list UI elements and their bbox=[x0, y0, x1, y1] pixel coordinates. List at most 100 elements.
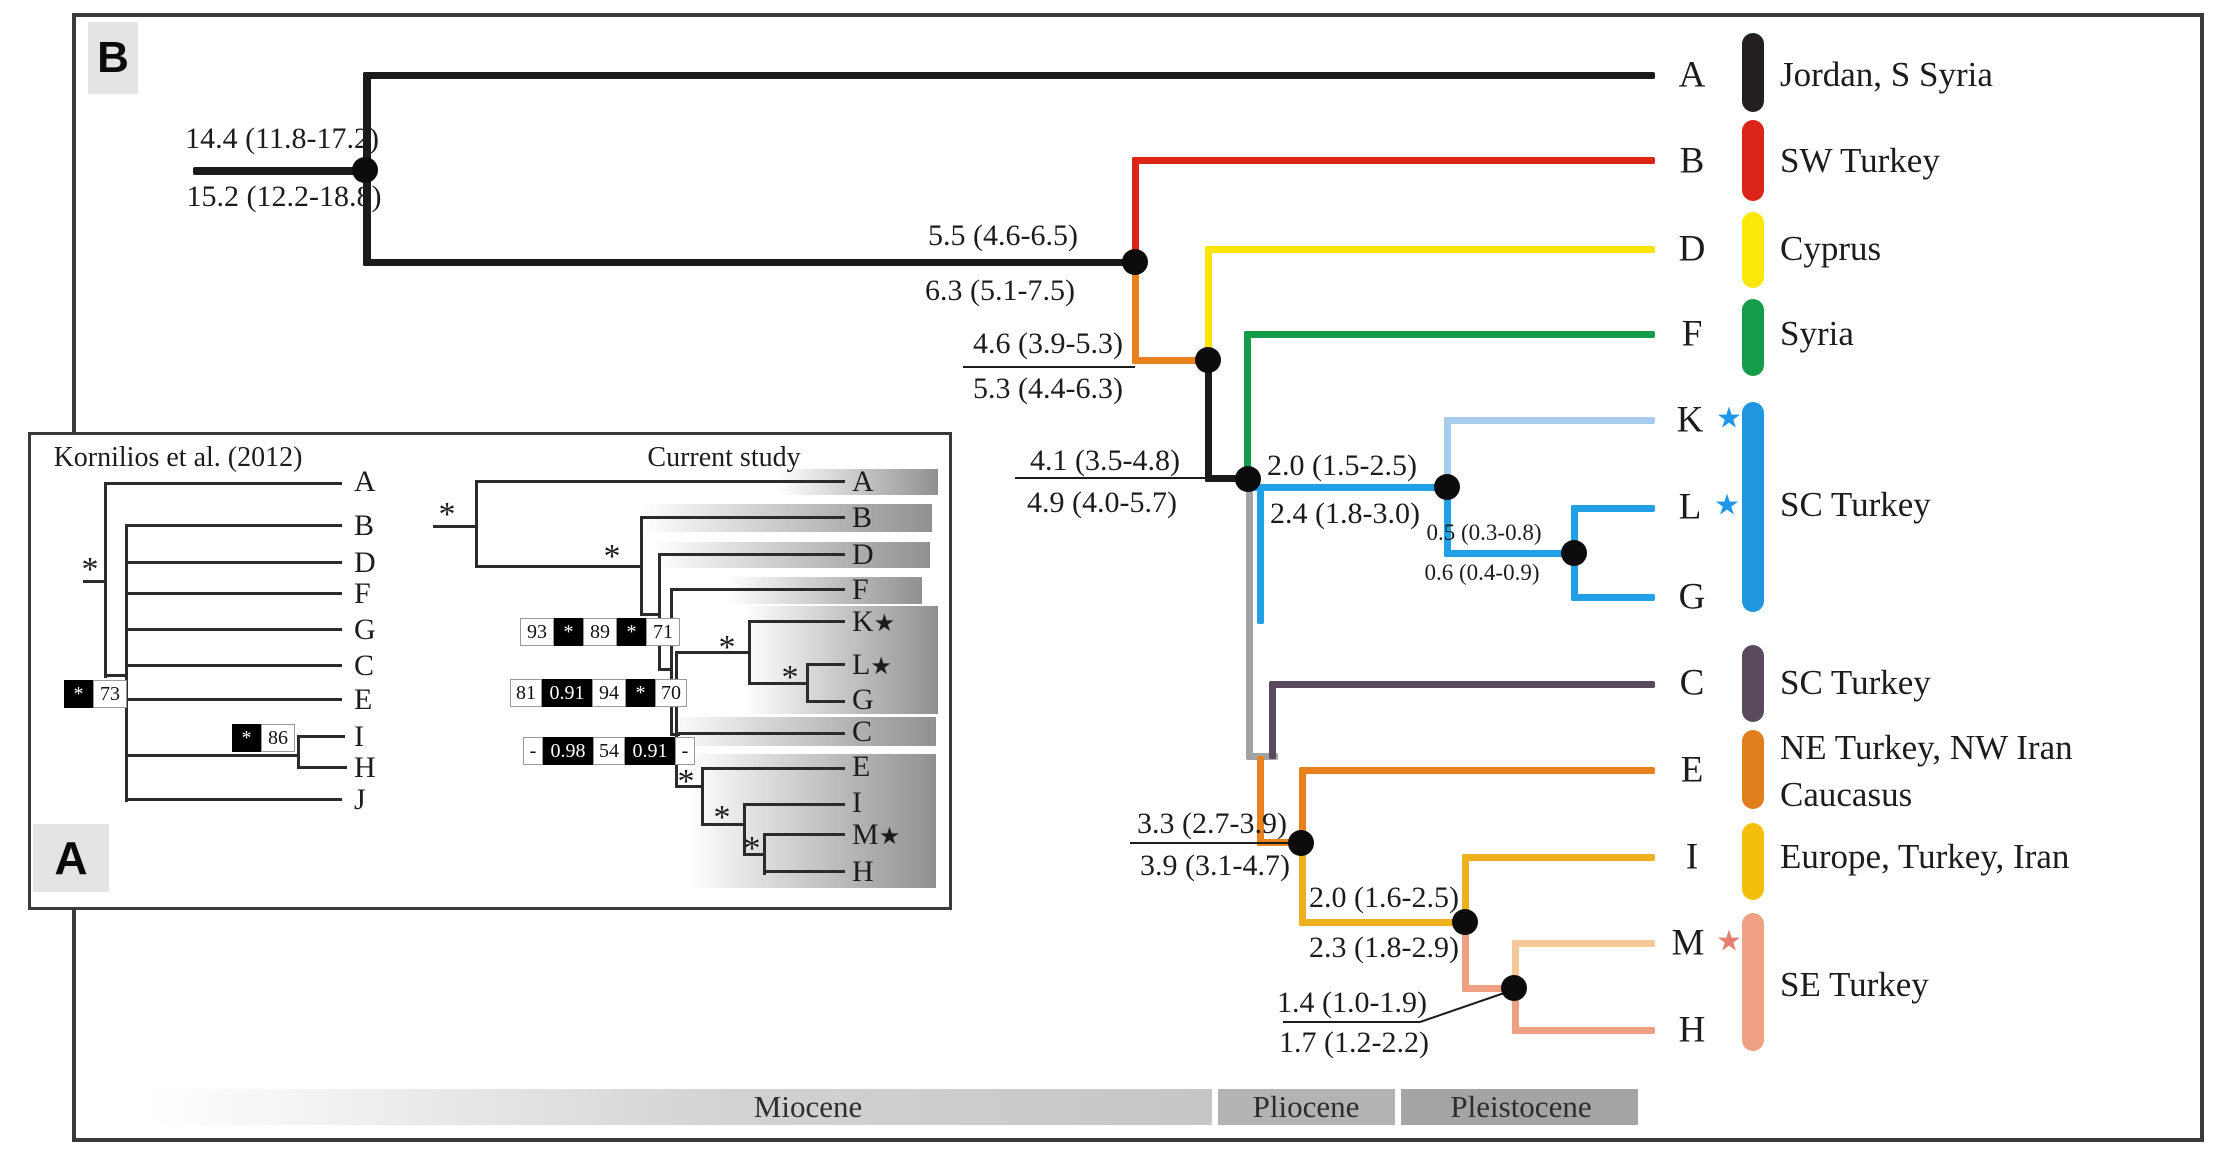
node-dot-7 bbox=[1452, 909, 1478, 935]
inset-right-mh-ancestor bbox=[743, 853, 765, 856]
inset-left-branch-c bbox=[125, 664, 342, 667]
support-cell: 81 bbox=[510, 679, 542, 707]
node-age-bottom-5: 0.6 (0.4-0.9) bbox=[1424, 560, 1540, 585]
inset-right-v5 bbox=[675, 651, 678, 788]
node-dot-root bbox=[352, 157, 378, 183]
branch-klg-clade bbox=[1247, 484, 1449, 491]
inset-left-branch-j bbox=[125, 798, 342, 801]
inset-right-h1 bbox=[475, 565, 642, 568]
branch-tip-g bbox=[1571, 594, 1655, 601]
node-age-top-4: 2.0 (1.5-2.5) bbox=[1267, 449, 1417, 482]
tip-label-g: G bbox=[1678, 576, 1706, 618]
branch-lg-h bbox=[1444, 550, 1574, 557]
branch-lg-vertical bbox=[1444, 484, 1451, 557]
inset-right-v1 bbox=[475, 480, 478, 568]
timescale-label-pliocene: Pliocene bbox=[1252, 1089, 1360, 1124]
inset-right-lg-ancestor bbox=[748, 682, 808, 685]
inset-right-v3 bbox=[658, 553, 661, 671]
branch-tip-e bbox=[1299, 767, 1655, 774]
clade-bar-sc-turkey-klg bbox=[1742, 402, 1764, 612]
inset-left-tip-f: F bbox=[354, 577, 371, 610]
branch-gold-h bbox=[1299, 919, 1467, 926]
inset-left-branch-h bbox=[297, 766, 347, 769]
inset-right-tip-l: L★ bbox=[852, 648, 892, 682]
inset-right-star-mh: * bbox=[743, 830, 761, 867]
region-label-sc-turkey-klg: SC Turkey bbox=[1780, 485, 1931, 524]
inset-right-tip-b: B bbox=[852, 501, 872, 535]
inset-right-branch-f bbox=[670, 588, 845, 591]
inset-right-star-b: * bbox=[603, 538, 621, 575]
inset-right-klg-ancestor bbox=[675, 651, 751, 654]
inset-right-imh-ancestor bbox=[701, 823, 745, 826]
support-cell: - bbox=[523, 737, 543, 765]
node-age-bottom-2: 5.3 (4.4-6.3) bbox=[973, 372, 1123, 405]
inset-right-highlight-klg bbox=[744, 606, 938, 714]
inset-right-support-row-3: - 0.98 54 0.91 - bbox=[523, 737, 695, 765]
inset-right-tip-f: F bbox=[852, 573, 869, 607]
branch-tip-d bbox=[1205, 246, 1655, 253]
timescale-pliocene-segment bbox=[1218, 1089, 1395, 1125]
node-age-top-1: 5.5 (4.6-6.5) bbox=[928, 219, 1078, 252]
tip-label-k: K bbox=[1676, 399, 1704, 441]
branch-h-vertical bbox=[1512, 985, 1519, 1034]
branch-tip-b bbox=[1132, 157, 1655, 164]
inset-left-ih-vertical bbox=[297, 735, 300, 769]
clade-bar-jordan bbox=[1742, 33, 1764, 112]
branch-i-vertical bbox=[1462, 854, 1469, 926]
tip-label-l: L bbox=[1678, 486, 1702, 528]
inset-left-tip-c: C bbox=[354, 649, 375, 682]
node-age-top-0: 14.4 (11.8-17.2) bbox=[185, 122, 379, 155]
support-cell: 89 bbox=[583, 618, 617, 646]
timescale-pleistocene-segment bbox=[1401, 1089, 1638, 1125]
inset-right-branch-a bbox=[475, 480, 845, 483]
inset-right-star-klg: * bbox=[718, 629, 736, 666]
inset-left-tip-b: B bbox=[354, 509, 375, 542]
fraction-line-node3 bbox=[1015, 477, 1207, 479]
branch-black-connector bbox=[1205, 357, 1212, 482]
region-label-ne-turkey: NE Turkey, NW Iran bbox=[1780, 728, 2073, 767]
inset-right-tip-g-letter: G bbox=[852, 683, 874, 716]
inset-right-eimh-ancestor bbox=[675, 785, 703, 788]
inset-right-h2 bbox=[640, 613, 660, 616]
node-age-bottom-4: 2.4 (1.8-3.0) bbox=[1270, 497, 1420, 530]
fraction-line-node6 bbox=[1130, 842, 1294, 844]
tip-label-d: D bbox=[1678, 228, 1706, 270]
inset-right-root-stub bbox=[433, 525, 477, 528]
inset-right-support-row-1: 93 * 89 * 71 bbox=[520, 618, 680, 646]
inset-left-tip-d: D bbox=[354, 546, 376, 579]
node-age-top-8: 1.4 (1.0-1.9) bbox=[1277, 986, 1427, 1019]
inset-right-tip-m-star: ★ bbox=[878, 824, 901, 850]
branch-black-connector-h bbox=[1205, 475, 1253, 482]
clade-bar-ne-turkey bbox=[1742, 730, 1764, 809]
node-age-top-2: 4.6 (3.9-5.3) bbox=[973, 327, 1123, 360]
inset-right-tip-a: A bbox=[852, 465, 874, 499]
tip-label-c: C bbox=[1679, 662, 1705, 704]
timescale-label-pleistocene: Pleistocene bbox=[1450, 1089, 1592, 1124]
inset-right-tip-k-star: ★ bbox=[873, 611, 896, 637]
clade-bar-cyprus bbox=[1742, 212, 1764, 288]
branch-lower-clade bbox=[363, 259, 1140, 266]
inset-right-tip-m: M★ bbox=[852, 818, 900, 852]
inset-right-highlight-eimh bbox=[686, 754, 936, 888]
branch-gray-vertical bbox=[1246, 477, 1253, 760]
support-cell: 71 bbox=[646, 618, 680, 646]
inset-right-tip-i: I bbox=[852, 786, 862, 820]
panel-b-letter: B bbox=[97, 33, 129, 82]
branch-orange-connector-h bbox=[1132, 357, 1210, 364]
tip-label-h: H bbox=[1678, 1009, 1706, 1051]
inset-left-inner-vertical bbox=[125, 524, 128, 802]
inset-right-star-eimh: * bbox=[677, 763, 695, 800]
node-age-bottom-1: 6.3 (5.1-7.5) bbox=[925, 274, 1075, 307]
inset-right-branch-c bbox=[675, 732, 845, 735]
inset-right-branch-h bbox=[763, 870, 845, 873]
tip-star-k: ★ bbox=[1716, 402, 1742, 435]
clade-bar-syria bbox=[1742, 299, 1764, 376]
inset-left-support-73: * 73 bbox=[64, 680, 127, 708]
support-cell: - bbox=[675, 737, 695, 765]
support-cell: 70 bbox=[655, 679, 687, 707]
region-label-sw-turkey: SW Turkey bbox=[1780, 141, 1940, 180]
panel-a-letter: A bbox=[54, 832, 88, 884]
support-cell: 0.91 bbox=[625, 737, 675, 765]
node-age-bottom-8: 1.7 (1.2-2.2) bbox=[1279, 1026, 1429, 1059]
support-cell: 93 bbox=[520, 618, 554, 646]
